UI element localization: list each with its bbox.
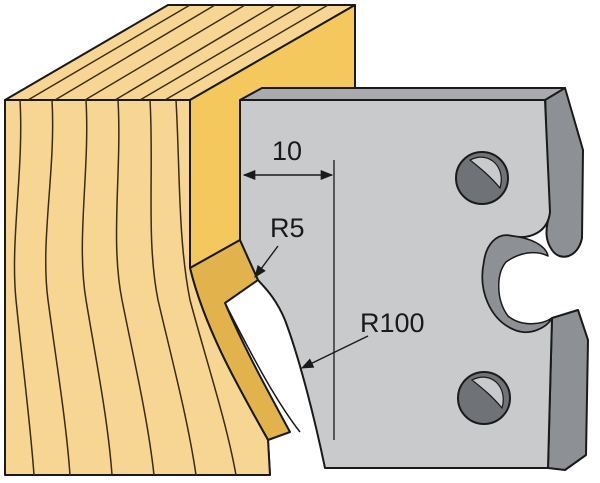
wood-workpiece bbox=[4, 4, 356, 476]
wood-profile-edge bbox=[224, 302, 301, 433]
wood-end-grain bbox=[13, 99, 237, 476]
width-label: 10 bbox=[272, 136, 302, 166]
radius-small-label: R5 bbox=[270, 213, 305, 243]
wood-top-grain bbox=[27, 4, 329, 101]
knife-mounting-hole-top bbox=[455, 151, 509, 205]
steel-knife bbox=[239, 87, 589, 471]
knife-side-face bbox=[544, 87, 589, 471]
knife-mounting-hole-bottom bbox=[457, 371, 511, 425]
wood-front-face bbox=[4, 99, 271, 476]
r5-leader-line bbox=[254, 245, 279, 279]
knife-top-band bbox=[239, 87, 566, 101]
radius-large-label: R100 bbox=[360, 308, 425, 338]
r100-leader-line bbox=[300, 335, 369, 369]
dimension-annotations bbox=[242, 160, 369, 440]
knife-notch-depth bbox=[481, 234, 553, 333]
